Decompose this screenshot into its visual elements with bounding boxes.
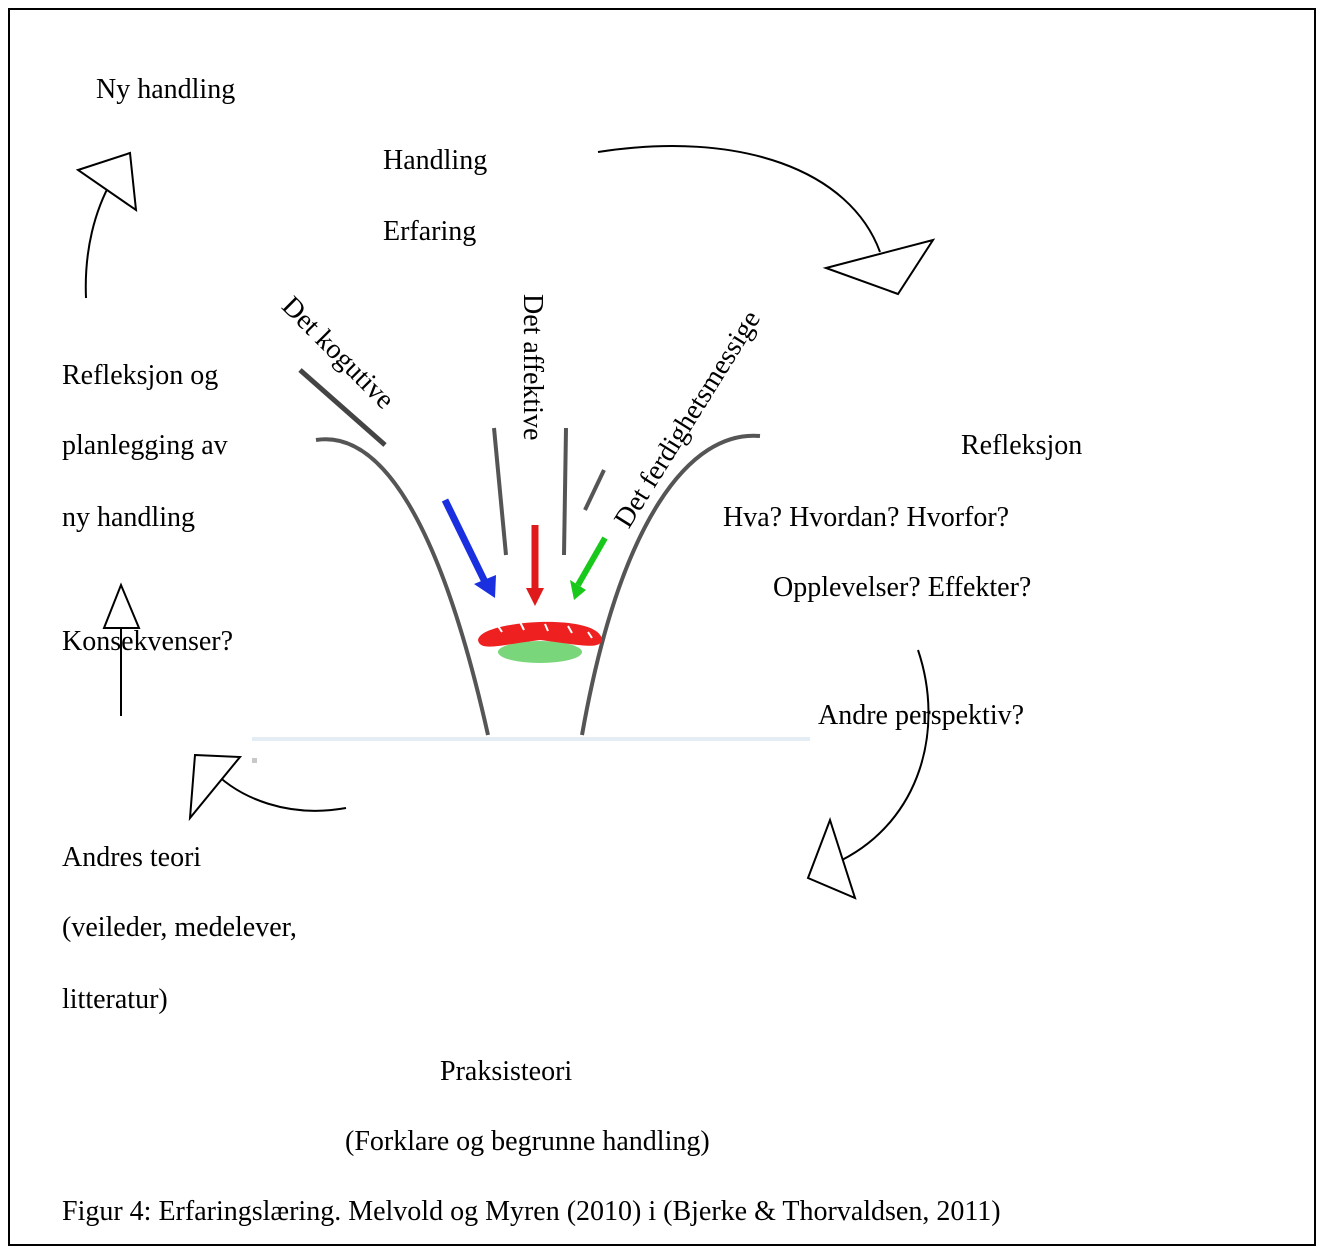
arrowhead-right: [806, 816, 857, 900]
label-reflection-title: Refleksjon: [961, 430, 1083, 461]
blob-red: [478, 621, 602, 647]
arrowhead-bottom: [188, 753, 243, 822]
label-others-theory-3: litteratur): [62, 984, 168, 1015]
arc-bottom: [209, 767, 347, 812]
figure-frame: [8, 8, 1316, 1246]
label-affective: Det affektive: [517, 294, 548, 441]
cognitive-dark-arrow: [298, 368, 387, 447]
label-reflection-experiences: Opplevelser? Effekter?: [773, 572, 1032, 603]
label-plan-1: Refleksjon og: [62, 360, 219, 391]
arrowhead-top-right: [822, 238, 936, 296]
funnel-left-wall: [315, 437, 490, 736]
skills-arrow: [575, 536, 608, 587]
baseline-dot: [252, 758, 257, 763]
cognitive-arrow: [441, 498, 490, 586]
label-consequences: Konsekvenser?: [62, 626, 234, 657]
arrowhead-left: [102, 582, 141, 629]
label-new-action: Ny handling: [96, 74, 236, 105]
label-practice-theory: Praksisteori: [440, 1056, 573, 1087]
arrowhead-top-left: [75, 151, 138, 213]
arc-right: [841, 649, 930, 861]
arc-top-right: [597, 145, 881, 253]
arc-top-left: [84, 179, 113, 299]
affective-right-dark-arrow: [562, 427, 568, 556]
figure-caption: Figur 4: Erfaringslæring. Melvold og Myr…: [62, 1196, 1001, 1227]
funnel-right-wall: [580, 433, 761, 736]
skills-dark-arrow: [583, 469, 606, 511]
affective-arrowhead: [526, 588, 544, 606]
blob-red-speckle: [497, 621, 593, 639]
label-other-perspectives: Andre perspektiv?: [818, 700, 1025, 731]
affective-left-dark-arrow: [492, 427, 508, 556]
label-others-theory-2: (veileder, medelever,: [62, 912, 297, 943]
label-plan-2: planlegging av: [62, 430, 228, 461]
label-experience: Erfaring: [383, 216, 477, 247]
label-plan-3: ny handling: [62, 502, 195, 533]
cognitive-arrowhead: [474, 575, 496, 598]
blob-green: [498, 641, 582, 663]
label-others-theory-1: Andres teori: [62, 842, 202, 873]
skills-arrowhead: [570, 580, 586, 600]
label-action: Handling: [383, 145, 488, 176]
label-reflection-questions: Hva? Hvordan? Hvorfor?: [723, 502, 1010, 533]
label-practice-theory-sub: (Forklare og begrunne handling): [345, 1126, 710, 1157]
